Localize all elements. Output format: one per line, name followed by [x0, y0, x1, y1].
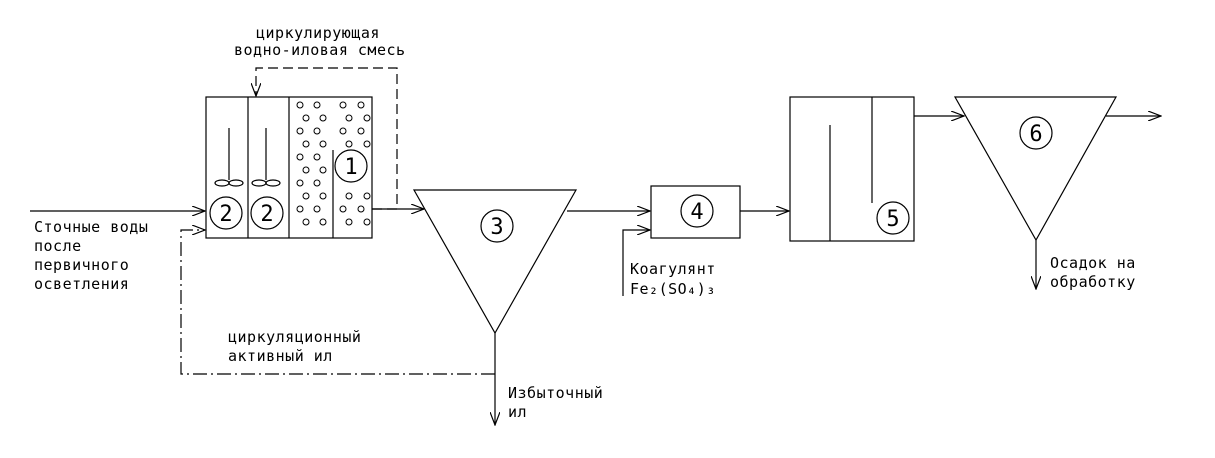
aerotank: [205, 96, 373, 239]
unit-2b-marker: 2: [250, 196, 284, 230]
bubble: [363, 114, 371, 122]
return-sludge-line: [180, 230, 495, 375]
bubble: [357, 205, 365, 213]
bubble: [313, 205, 321, 213]
bubble: [296, 179, 304, 187]
bubble: [357, 101, 365, 109]
mixer-1: [214, 128, 244, 187]
unit-4-number: 4: [690, 200, 703, 225]
unit-5-number: 5: [886, 207, 899, 232]
bubble: [302, 192, 310, 200]
excess-sludge-label-line1: Избыточный: [508, 384, 603, 402]
unit-6-number: 6: [1029, 122, 1042, 147]
bubble: [319, 114, 327, 122]
bubble: [363, 140, 371, 148]
bubble: [345, 192, 353, 200]
sludge-thickener: 6: [953, 96, 1118, 242]
bubble: [313, 127, 321, 135]
bubble: [319, 218, 327, 226]
excess-sludge-label-line2: ил: [508, 403, 527, 421]
unit-1-marker: 1: [334, 149, 368, 183]
bubble: [302, 218, 310, 226]
bubble: [313, 153, 321, 161]
bubble: [302, 166, 310, 174]
sediment-label-line1: Осадок на: [1050, 254, 1136, 272]
unit-2a-marker: 2: [209, 196, 243, 230]
mixer-2: [251, 128, 281, 187]
bubble: [363, 192, 371, 200]
inflow-label-line3: первичного: [34, 256, 129, 274]
sediment-label-line2: обработку: [1050, 273, 1136, 291]
bubble: [339, 101, 347, 109]
bubble: [296, 153, 304, 161]
sedimentation-tank: 5: [789, 96, 915, 242]
bubble: [302, 140, 310, 148]
inflow-label-line1: Сточные воды: [34, 218, 148, 236]
bubble: [313, 101, 321, 109]
inflow-label-line2: после: [34, 237, 82, 255]
unit-2b-number: 2: [260, 202, 273, 227]
bubble: [296, 127, 304, 135]
bubble: [302, 114, 310, 122]
bubble: [313, 179, 321, 187]
unit-1-number: 1: [344, 155, 357, 180]
flow-lines: [30, 116, 1161, 425]
bubble: [319, 192, 327, 200]
recirc-label-line2: водно-иловая смесь: [234, 41, 406, 59]
return-sludge-label-line1: циркуляционный: [228, 328, 361, 346]
coagulant-label-line1: Коагулянт: [630, 260, 716, 278]
recirc-label-line1: циркулирующая: [256, 24, 380, 42]
bubble: [357, 127, 365, 135]
inflow-label-line4: осветления: [34, 275, 129, 293]
bubble: [345, 140, 353, 148]
bubble: [339, 127, 347, 135]
bubble: [363, 218, 371, 226]
bubble: [319, 140, 327, 148]
return-sludge-label-line2: активный ил: [228, 347, 333, 365]
unit-3-number: 3: [490, 215, 503, 240]
coagulant-feed-arrow: [622, 230, 650, 296]
unit-2a-number: 2: [219, 202, 232, 227]
bubble: [339, 205, 347, 213]
bubble: [345, 218, 353, 226]
secondary-clarifier: 3: [412, 189, 578, 335]
bubble: [296, 205, 304, 213]
recirculation-line: [256, 67, 398, 210]
labels: циркулирующая водно-иловая смесь Сточные…: [34, 24, 1136, 421]
coagulant-label-line2: Fe₂(SO₄)₃: [630, 280, 716, 298]
bubble: [296, 101, 304, 109]
bubble: [319, 166, 327, 174]
bubble: [345, 114, 353, 122]
aeration-bubbles: [296, 101, 371, 226]
coagulant-mixer: 4: [650, 185, 741, 239]
